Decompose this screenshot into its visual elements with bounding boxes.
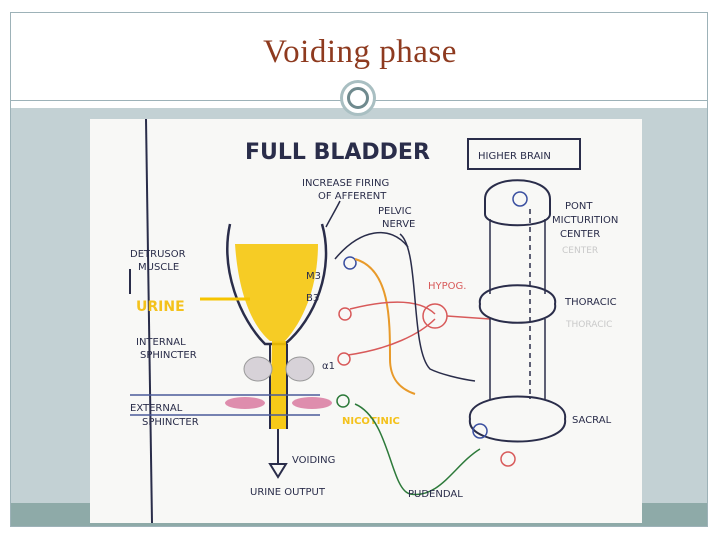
detrusor-label-2: MUSCLE — [138, 262, 179, 273]
pont-label-1: PONT — [565, 201, 593, 212]
voiding-arrow-head — [268, 463, 288, 479]
afferent-nerve-path — [334, 231, 409, 260]
external-label-1: EXTERNAL — [130, 403, 183, 414]
margin-line — [145, 119, 153, 523]
external-sphincter-right — [292, 397, 332, 409]
higher-brain-label: HIGHER BRAIN — [478, 151, 551, 162]
hypogastric-path-2 — [347, 318, 436, 356]
hypogastric-to-thoracic — [446, 315, 491, 320]
internal-label-2: SPHINCTER — [140, 350, 197, 361]
nicotinic-label: NICOTINIC — [342, 416, 400, 427]
pudendal-path — [354, 403, 481, 496]
plus-marker-m3 — [343, 256, 357, 270]
thoracic-label: THORACIC — [564, 297, 617, 308]
minus-marker-a1 — [337, 352, 351, 366]
slide-title: Voiding phase — [263, 34, 457, 70]
pont-ghost-label: CENTER — [562, 246, 598, 256]
urine-fill — [235, 244, 318, 341]
pudendal-label: PUDENDAL — [408, 489, 463, 500]
m3-label: M3 — [306, 271, 321, 282]
voiding-diagram-image: FULL BLADDER HIGHER BRAIN INCREASE FIRIN… — [90, 119, 642, 523]
minus-marker-b3 — [338, 307, 352, 321]
pelvic-label-2: NERVE — [382, 219, 415, 230]
pont-label-3: CENTER — [560, 229, 600, 240]
external-sphincter-left — [225, 397, 265, 409]
thoracic-ghost-label: THORACIC — [565, 320, 612, 330]
internal-sphincter-left — [243, 356, 273, 382]
internal-label-1: INTERNAL — [136, 337, 186, 348]
detrusor-label-1: DETRUSOR — [130, 249, 186, 260]
pons-plus-marker — [512, 191, 528, 207]
external-label-2: SPHINCTER — [142, 417, 199, 428]
thoracic-section — [478, 284, 557, 324]
diagram-drawing: FULL BLADDER HIGHER BRAIN INCREASE FIRIN… — [129, 119, 618, 523]
sacral-minus-marker — [500, 451, 516, 467]
voiding-label: VOIDING — [292, 455, 335, 466]
pons-section — [484, 179, 551, 227]
hypogastric-path-1 — [349, 301, 436, 315]
pelvic-nerve-path — [354, 258, 416, 395]
afferent-label-2: OF AFFERENT — [318, 191, 387, 202]
hypogastric-ganglion — [422, 303, 448, 329]
urine-output-label: URINE OUTPUT — [250, 487, 326, 498]
pont-label-2: MICTURITION — [552, 215, 618, 226]
afferent-label-1: INCREASE FIRING — [302, 178, 389, 189]
slide-frame — [10, 12, 708, 527]
diagram-title: FULL BLADDER — [245, 140, 430, 165]
a1-label: α1 — [322, 361, 335, 372]
ascending-path — [399, 233, 476, 382]
sacral-section — [468, 395, 567, 443]
pelvic-label-1: PELVIC — [378, 206, 412, 217]
hypog-label: HYPOG. — [428, 281, 466, 292]
circle-ornament-icon — [340, 80, 376, 116]
sacral-plus-marker — [472, 423, 488, 439]
minus-marker-nicotinic — [336, 394, 350, 408]
urethra-fill — [270, 341, 286, 429]
afferent-arrow — [325, 200, 341, 228]
internal-sphincter-right — [285, 356, 315, 382]
higher-brain-box — [467, 138, 581, 170]
sacral-label: SACRAL — [572, 415, 612, 426]
b3-label: B3 — [306, 293, 319, 304]
urine-label: URINE — [136, 299, 185, 315]
